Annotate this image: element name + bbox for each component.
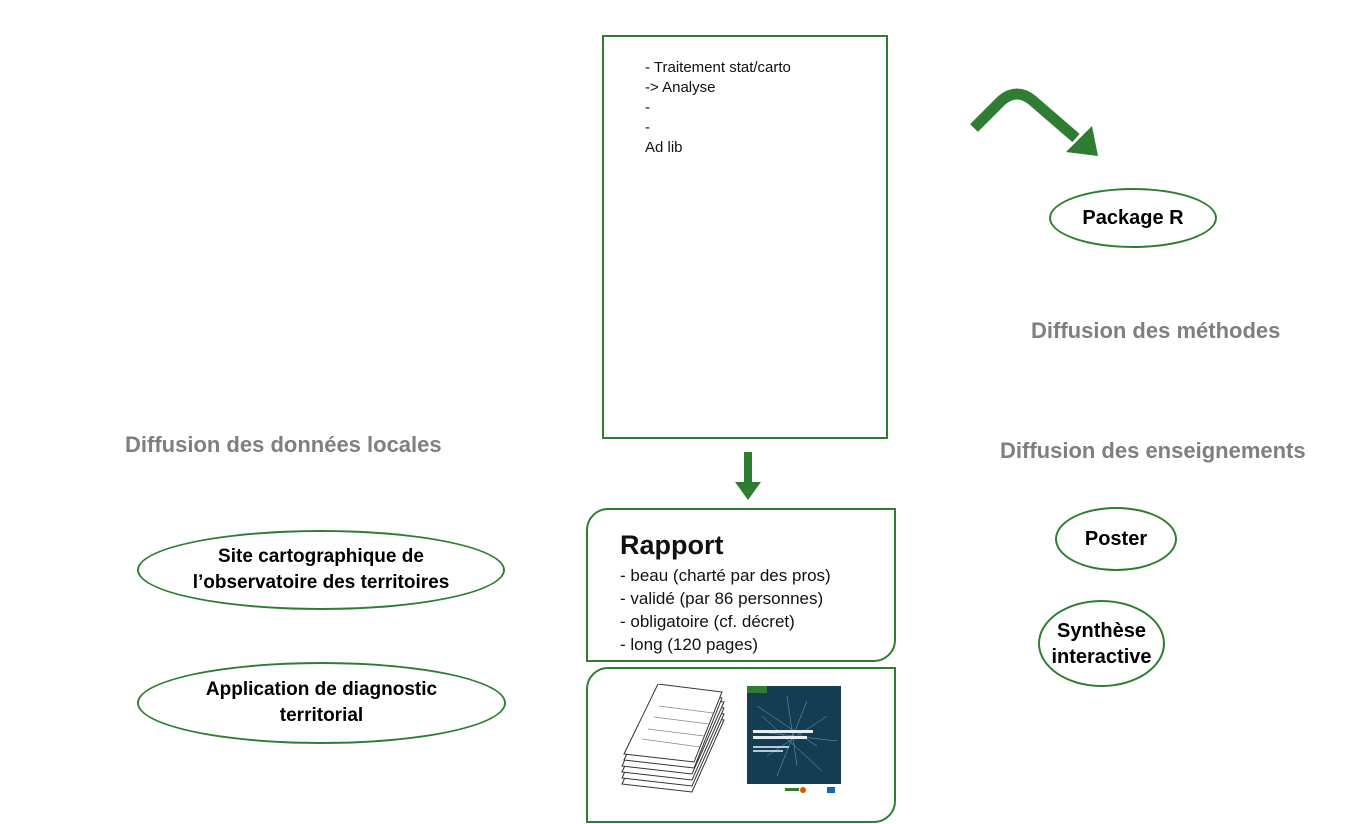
report-cover-thumbnail [747,686,841,798]
ellipse-label: Synthèse [1057,619,1146,642]
curved-arrow-icon [970,88,1098,156]
report-list: - beau (charté par des pros) - validé (p… [620,564,831,656]
notes-line: - Traitement stat/carto [645,59,791,76]
ellipse-label: Poster [1084,528,1148,550]
ellipse-label: territorial [279,705,364,726]
down-arrow-icon [735,452,761,500]
notes-line: - [645,99,650,116]
report-images-box [586,667,896,823]
notes-list: - Traitement stat/carto -> Analyse - - A… [645,58,791,158]
heading-local-data: Diffusion des données locales [125,432,442,457]
report-line: - long (120 pages) [620,635,758,654]
ellipse-label: interactive [1051,645,1152,668]
report-box [586,508,896,662]
notes-line: Ad lib [645,139,683,156]
notes-line: -> Analyse [645,79,716,96]
report-line: - validé (par 86 personnes) [620,589,824,608]
ellipse-label: Package R [1082,207,1184,229]
ellipse-label: Application de diagnostic [205,679,438,700]
notes-line: - [645,119,650,136]
report-line: - beau (charté par des pros) [620,566,831,585]
ellipse-poster[interactable]: Poster [1055,507,1177,571]
ellipse-label: l’observatoire des territoires [192,572,450,593]
notes-box [602,35,888,439]
paper-stack-icon [621,684,725,793]
ellipse-site-cartographique[interactable]: Site cartographique de l’observatoire de… [137,530,505,610]
ellipse-synthese-interactive[interactable]: Synthèse interactive [1038,600,1165,687]
report-line: - obligatoire (cf. décret) [620,612,795,631]
ellipse-application-diagnostic[interactable]: Application de diagnostic territorial [137,662,506,744]
ellipse-package-r[interactable]: Package R [1049,188,1217,248]
heading-methods: Diffusion des méthodes [1031,318,1281,343]
heading-lessons: Diffusion des enseignements [1000,438,1306,463]
ellipse-label: Site cartographique de [218,546,424,567]
report-title: Rapport [620,530,724,560]
